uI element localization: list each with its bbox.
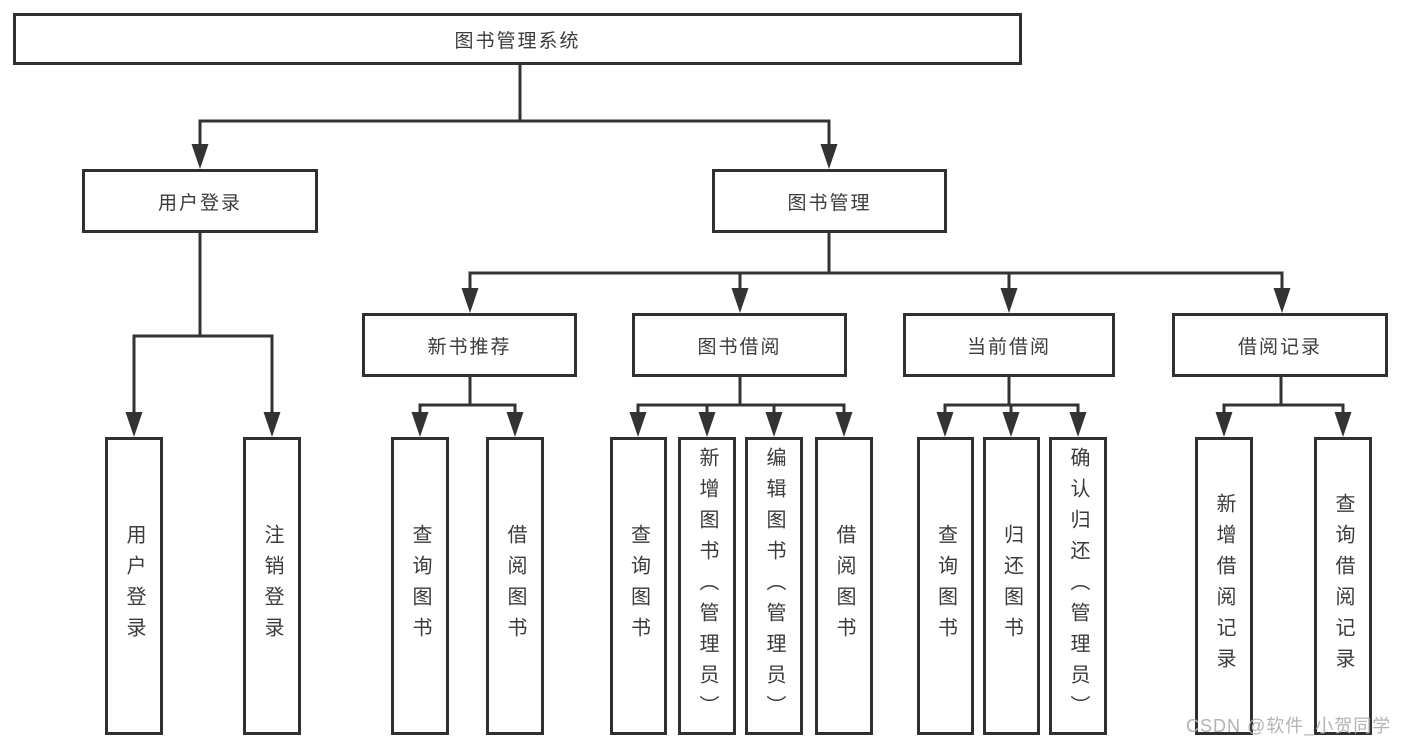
node-label: 借阅图书 xyxy=(833,524,855,648)
node-query-borrow-record: 查询借阅记录 xyxy=(1314,437,1372,735)
node-book-borrowing: 图书借阅 xyxy=(632,313,847,377)
node-library-management-system: 图书管理系统 xyxy=(13,13,1022,65)
node-label: 图书借阅 xyxy=(697,336,782,358)
node-label: 图书管理系统 xyxy=(454,30,581,52)
node-return-books: 归还图书 xyxy=(983,437,1040,735)
node-query-books-1: 查询图书 xyxy=(391,437,449,735)
node-query-books-3: 查询图书 xyxy=(917,437,974,735)
node-add-books-admin: 新增图书（管理员） xyxy=(678,437,736,735)
node-current-borrowing: 当前借阅 xyxy=(903,313,1115,377)
node-label: 用户登录 xyxy=(123,524,145,648)
node-edit-books-admin: 编辑图书（管理员） xyxy=(745,437,803,735)
node-book-management-branch: 图书管理 xyxy=(712,169,947,233)
node-label: 新增图书（管理员） xyxy=(696,446,718,726)
node-confirm-return-admin: 确认归还（管理员） xyxy=(1049,437,1107,735)
node-label: 编辑图书（管理员） xyxy=(763,446,785,726)
node-label: 借阅图书 xyxy=(504,524,526,648)
node-label: 用户登录 xyxy=(157,192,242,214)
node-logout-action: 注销登录 xyxy=(243,437,301,735)
node-label: 图书管理 xyxy=(787,192,872,214)
node-add-borrow-record: 新增借阅记录 xyxy=(1195,437,1253,735)
node-borrow-books-1: 借阅图书 xyxy=(486,437,544,735)
node-label: 归还图书 xyxy=(1000,524,1023,648)
node-label: 借阅记录 xyxy=(1237,336,1322,358)
node-label: 确认归还（管理员） xyxy=(1067,446,1089,726)
node-label: 新书推荐 xyxy=(427,336,512,358)
node-new-book-recommend: 新书推荐 xyxy=(362,313,577,377)
node-user-login-action: 用户登录 xyxy=(105,437,163,735)
node-label: 查询借阅记录 xyxy=(1332,493,1354,679)
node-label: 新增借阅记录 xyxy=(1213,493,1235,679)
node-label: 查询图书 xyxy=(409,524,431,648)
node-user-login-branch: 用户登录 xyxy=(82,169,318,233)
node-label: 查询图书 xyxy=(627,524,650,648)
node-label: 当前借阅 xyxy=(966,336,1051,358)
csdn-watermark: CSDN @软件_小贺同学 xyxy=(1186,716,1392,736)
node-borrowing-records: 借阅记录 xyxy=(1172,313,1388,377)
node-label: 查询图书 xyxy=(934,524,957,648)
node-borrow-books-2: 借阅图书 xyxy=(815,437,873,735)
node-label: 注销登录 xyxy=(261,524,283,648)
node-query-books-2: 查询图书 xyxy=(610,437,667,735)
